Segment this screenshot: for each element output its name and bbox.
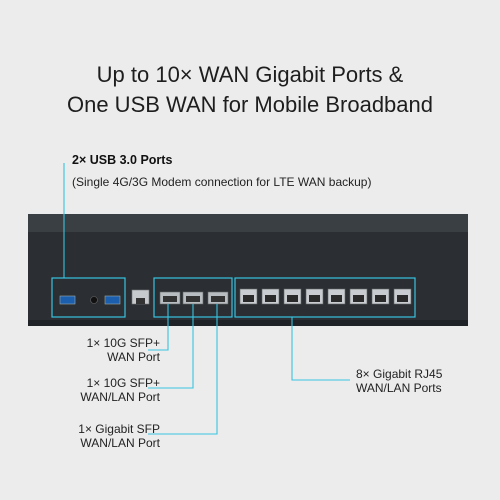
rj45-port-6-opening xyxy=(353,295,364,302)
rj45-callout: 8× Gigabit RJ45 WAN/LAN Ports xyxy=(356,367,442,395)
sfp-cage-1-opening xyxy=(163,296,177,302)
usb-callout-title: 2× USB 3.0 Ports xyxy=(72,153,173,167)
headline-line-1: Up to 10× WAN Gigabit Ports & xyxy=(96,62,404,87)
rj45-highlight-box xyxy=(234,277,416,318)
usb-port-2 xyxy=(104,295,121,305)
usb-highlight-box xyxy=(51,277,126,318)
rj45-callout-line-1: 8× Gigabit RJ45 xyxy=(356,367,443,381)
sfp-callout-1-line-2: WAN Port xyxy=(107,350,160,364)
sfp-callout-2-line-1: 1× 10G SFP+ xyxy=(86,376,160,390)
sfp-callout-3-line-2: WAN/LAN Port xyxy=(80,436,160,450)
rj45-ports xyxy=(239,288,412,305)
sfp-callout-3-line-1: 1× Gigabit SFP xyxy=(78,422,160,436)
sfp-cage-3-opening xyxy=(211,296,225,302)
rj45-port-8-opening xyxy=(397,295,408,302)
rj45-port-2-opening xyxy=(265,295,276,302)
chassis-front-panel xyxy=(28,232,468,326)
headline: Up to 10× WAN Gigabit Ports & One USB WA… xyxy=(0,60,500,120)
rj45-port-5-opening xyxy=(331,295,342,302)
console-port-opening xyxy=(136,298,145,304)
sfp1-leader-line xyxy=(148,304,169,351)
sfp3-leader-line xyxy=(148,304,218,435)
rj45-port-1-opening xyxy=(243,295,254,302)
reset-button xyxy=(90,296,98,304)
rj45-callout-line-2: WAN/LAN Ports xyxy=(356,381,442,395)
sfp-callout-2: 1× 10G SFP+ WAN/LAN Port xyxy=(80,376,160,404)
rj45-port-3-opening xyxy=(287,295,298,302)
sfp-callout-1-line-1: 1× 10G SFP+ xyxy=(86,336,160,350)
usb-callout-subtitle: (Single 4G/3G Modem connection for LTE W… xyxy=(72,175,372,189)
rj45-leader-line xyxy=(291,317,350,381)
sfp-cage-2-opening xyxy=(186,296,200,302)
chassis-bottom-edge xyxy=(28,320,468,326)
rj45-port-4-opening xyxy=(309,295,320,302)
headline-line-2: One USB WAN for Mobile Broadband xyxy=(66,92,434,117)
usb-port-1 xyxy=(59,295,76,305)
sfp2-leader-line xyxy=(148,304,194,389)
chassis-top xyxy=(28,214,468,232)
sfp-callout-3: 1× Gigabit SFP WAN/LAN Port xyxy=(78,422,160,450)
rj45-port-7-opening xyxy=(375,295,386,302)
sfp-callout-2-line-2: WAN/LAN Port xyxy=(80,390,160,404)
sfp-callout-1: 1× 10G SFP+ WAN Port xyxy=(87,336,160,364)
